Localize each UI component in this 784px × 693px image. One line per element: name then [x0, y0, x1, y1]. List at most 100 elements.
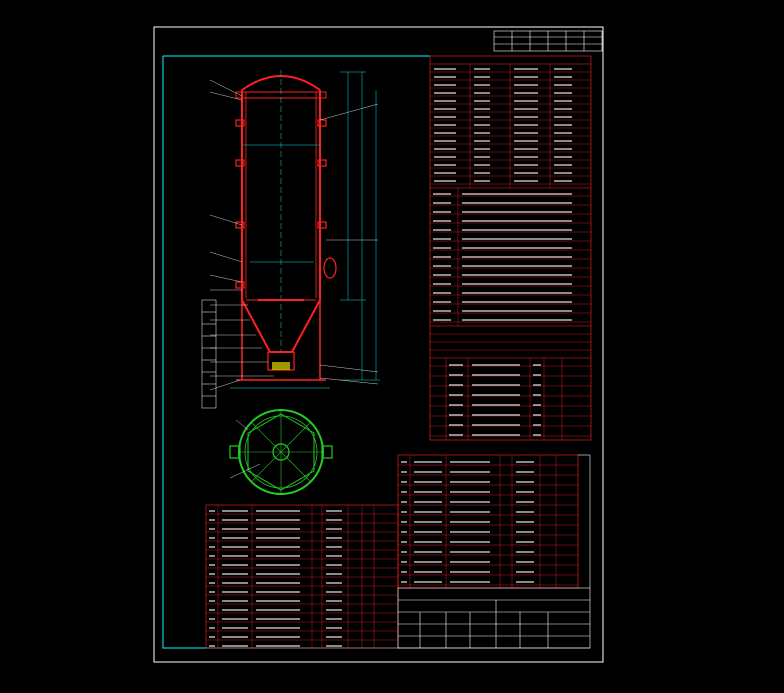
illegible-cell-text — [474, 164, 490, 166]
illegible-cell-text — [222, 564, 248, 566]
illegible-cell-text — [462, 238, 572, 240]
illegible-cell-text — [401, 561, 407, 563]
illegible-cell-text — [414, 481, 442, 483]
illegible-cell-text — [474, 92, 490, 94]
illegible-cell-text — [209, 528, 215, 530]
top-revision-block — [493, 30, 603, 52]
illegible-cell-text — [462, 319, 572, 321]
illegible-cell-text — [554, 180, 572, 182]
illegible-cell-text — [209, 609, 215, 611]
illegible-cell-text — [209, 564, 215, 566]
illegible-cell-text — [450, 581, 490, 583]
illegible-cell-text — [326, 636, 342, 638]
illegible-cell-text — [554, 148, 572, 150]
illegible-cell-text — [414, 471, 442, 473]
illegible-cell-text — [554, 164, 572, 166]
illegible-cell-text — [222, 627, 248, 629]
illegible-cell-text — [449, 374, 463, 376]
illegible-cell-text — [449, 404, 463, 406]
illegible-cell-text — [433, 211, 451, 213]
illegible-cell-text — [256, 591, 300, 593]
illegible-cell-text — [554, 156, 572, 158]
illegible-cell-text — [462, 310, 572, 312]
illegible-cell-text — [554, 108, 572, 110]
illegible-cell-text — [474, 156, 490, 158]
illegible-cell-text — [554, 124, 572, 126]
illegible-cell-text — [554, 92, 572, 94]
parts-list-right-rows — [398, 455, 578, 588]
illegible-cell-text — [516, 541, 534, 543]
illegible-cell-text — [474, 132, 490, 134]
illegible-cell-text — [401, 501, 407, 503]
illegible-cell-text — [434, 76, 456, 78]
illegible-cell-text — [414, 581, 442, 583]
illegible-cell-text — [414, 521, 442, 523]
illegible-cell-text — [222, 618, 248, 620]
illegible-cell-text — [401, 581, 407, 583]
illegible-cell-text — [533, 414, 541, 416]
illegible-cell-text — [533, 374, 541, 376]
illegible-cell-text — [516, 571, 534, 573]
left-leaders — [209, 79, 274, 391]
illegible-cell-text — [514, 148, 538, 150]
illegible-cell-text — [462, 247, 572, 249]
illegible-cell-text — [326, 627, 342, 629]
illegible-cell-text — [434, 140, 456, 142]
illegible-cell-text — [462, 274, 572, 276]
illegible-cell-text — [434, 100, 456, 102]
illegible-cell-text — [256, 618, 300, 620]
illegible-cell-text — [433, 274, 451, 276]
illegible-cell-text — [326, 537, 342, 539]
illegible-cell-text — [533, 364, 541, 366]
illegible-cell-text — [256, 546, 300, 548]
illegible-cell-text — [434, 164, 456, 166]
illegible-cell-text — [554, 116, 572, 118]
illegible-cell-text — [472, 364, 520, 366]
illegible-cell-text — [449, 414, 463, 416]
illegible-cell-text — [209, 645, 215, 647]
illegible-cell-text — [209, 627, 215, 629]
illegible-cell-text — [434, 172, 456, 174]
illegible-cell-text — [222, 636, 248, 638]
illegible-cell-text — [256, 600, 300, 602]
illegible-cell-text — [450, 561, 490, 563]
illegible-cell-text — [462, 265, 572, 267]
illegible-cell-text — [326, 528, 342, 530]
illegible-cell-text — [514, 180, 538, 182]
illegible-cell-text — [326, 645, 342, 647]
illegible-cell-text — [533, 394, 541, 396]
illegible-cell-text — [449, 434, 463, 436]
illegible-cell-text — [256, 645, 300, 647]
illegible-cell-text — [433, 238, 451, 240]
illegible-cell-text — [554, 172, 572, 174]
right-leaders — [319, 103, 379, 385]
illegible-cell-text — [256, 582, 300, 584]
illegible-cell-text — [401, 541, 407, 543]
illegible-cell-text — [450, 541, 490, 543]
illegible-cell-text — [433, 193, 451, 195]
illegible-cell-text — [433, 202, 451, 204]
illegible-cell-text — [514, 140, 538, 142]
illegible-cell-text — [450, 551, 490, 553]
parts-list-left — [205, 504, 399, 649]
illegible-cell-text — [433, 301, 451, 303]
illegible-cell-text — [514, 92, 538, 94]
illegible-cell-text — [256, 528, 300, 530]
illegible-cell-text — [462, 211, 572, 213]
illegible-cell-text — [462, 202, 572, 204]
illegible-cell-text — [222, 546, 248, 548]
illegible-cell-text — [326, 510, 342, 512]
illegible-cell-text — [326, 546, 342, 548]
illegible-cell-text — [434, 68, 456, 70]
illegible-cell-text — [514, 172, 538, 174]
illegible-cell-text — [401, 471, 407, 473]
illegible-cell-text — [434, 180, 456, 182]
illegible-cell-text — [414, 531, 442, 533]
illegible-cell-text — [433, 310, 451, 312]
illegible-cell-text — [209, 591, 215, 593]
illegible-cell-text — [514, 132, 538, 134]
illegible-cell-text — [516, 551, 534, 553]
illegible-cell-text — [433, 265, 451, 267]
illegible-cell-text — [433, 229, 451, 231]
